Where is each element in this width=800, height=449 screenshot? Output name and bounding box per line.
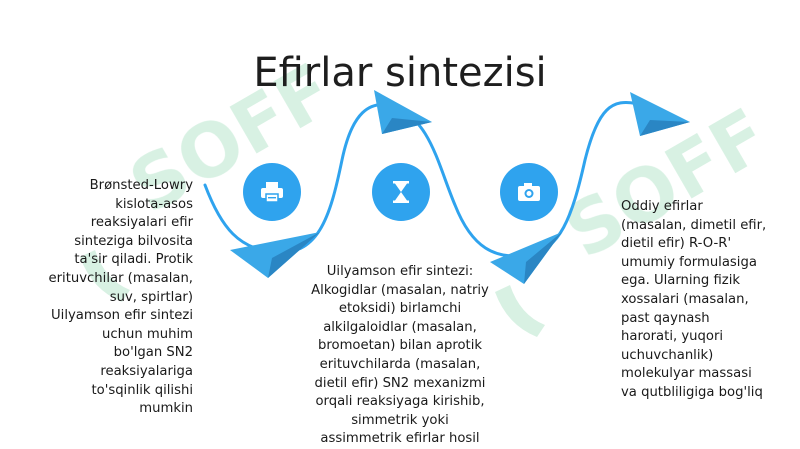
paper-plane-icon <box>490 232 562 284</box>
hourglass-icon-circle <box>372 163 430 221</box>
printer-icon <box>261 182 283 203</box>
slide-title: Efirlar sintezisi <box>253 49 547 96</box>
camera-icon <box>518 183 540 201</box>
paper-plane-icon <box>630 92 690 136</box>
paper-plane-icon <box>374 90 432 134</box>
paper-plane-icon <box>230 232 320 278</box>
camera-icon-circle <box>500 163 558 221</box>
text-block-right: Oddiy efirlar (masalan, dimetil efir, di… <box>621 199 767 400</box>
text-block-left: Brønsted-Lowry kislota-asos reaksiyalari… <box>48 178 193 417</box>
printer-icon-circle <box>243 163 301 221</box>
text-block-center: Uilyamson efir sintezi: Alkogidlar (masa… <box>311 264 489 447</box>
hourglass-icon <box>393 181 409 203</box>
